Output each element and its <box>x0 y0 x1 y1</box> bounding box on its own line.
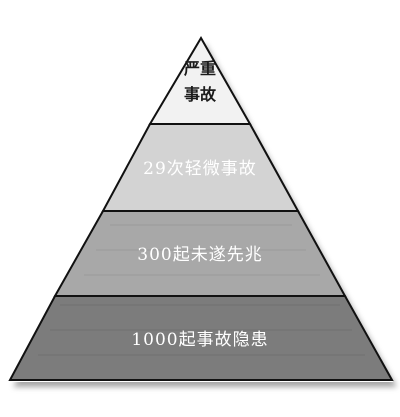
tier-2-label: 29次轻微事故 <box>143 159 257 179</box>
tier-1-label-line1: 严重 <box>183 59 216 78</box>
tier-1-apex <box>148 36 252 125</box>
tier-1-label-line2: 事故 <box>184 85 217 104</box>
tier-3-label: 300起未遂先兆 <box>137 245 262 265</box>
tier-4-label: 1000起事故隐患 <box>131 330 268 350</box>
band-texture <box>38 224 365 356</box>
